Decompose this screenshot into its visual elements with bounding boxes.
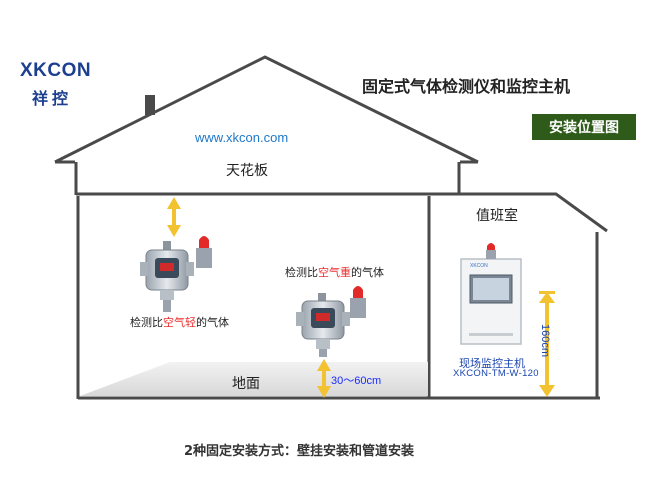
detector-light-gas	[140, 236, 212, 312]
floor-label: 地面	[232, 376, 260, 392]
floor-distance-arrow	[317, 359, 331, 398]
host-panel-brand: XKCON	[470, 263, 488, 269]
installation-badge: 安装位置图	[532, 114, 636, 140]
host-height-arrow	[539, 291, 555, 397]
duty-room	[430, 192, 608, 399]
duty-room-label: 值班室	[476, 208, 518, 224]
roof	[54, 55, 479, 164]
page-title: 固定式气体检测仪和监控主机	[362, 77, 571, 96]
floor-surface	[80, 362, 428, 396]
website-url: www.xkcon.com	[195, 130, 289, 145]
host-height-label: 160cm	[539, 324, 551, 358]
host-name-label: 现场监控主机	[459, 357, 525, 370]
chimney	[145, 95, 155, 115]
detector-heavy-gas	[296, 286, 366, 357]
ceiling-distance-arrow	[167, 197, 181, 237]
light-gas-label: 检测比空气轻的气体	[130, 316, 229, 329]
heavy-gas-label: 检测比空气重的气体	[285, 266, 384, 279]
main-room	[76, 196, 600, 400]
host-model-label: XKCON-TM-W-120	[453, 368, 539, 379]
brand-logo: XKCON	[20, 60, 92, 81]
floor-distance-label: 30～60cm	[331, 375, 382, 387]
attic-walls	[74, 162, 461, 196]
caption: 2种固定安装方式：壁挂安装和管道安装	[184, 444, 415, 459]
monitoring-host	[460, 243, 522, 345]
brand-logo-chinese: 祥控	[32, 89, 73, 108]
ceiling-label: 天花板	[226, 163, 268, 179]
